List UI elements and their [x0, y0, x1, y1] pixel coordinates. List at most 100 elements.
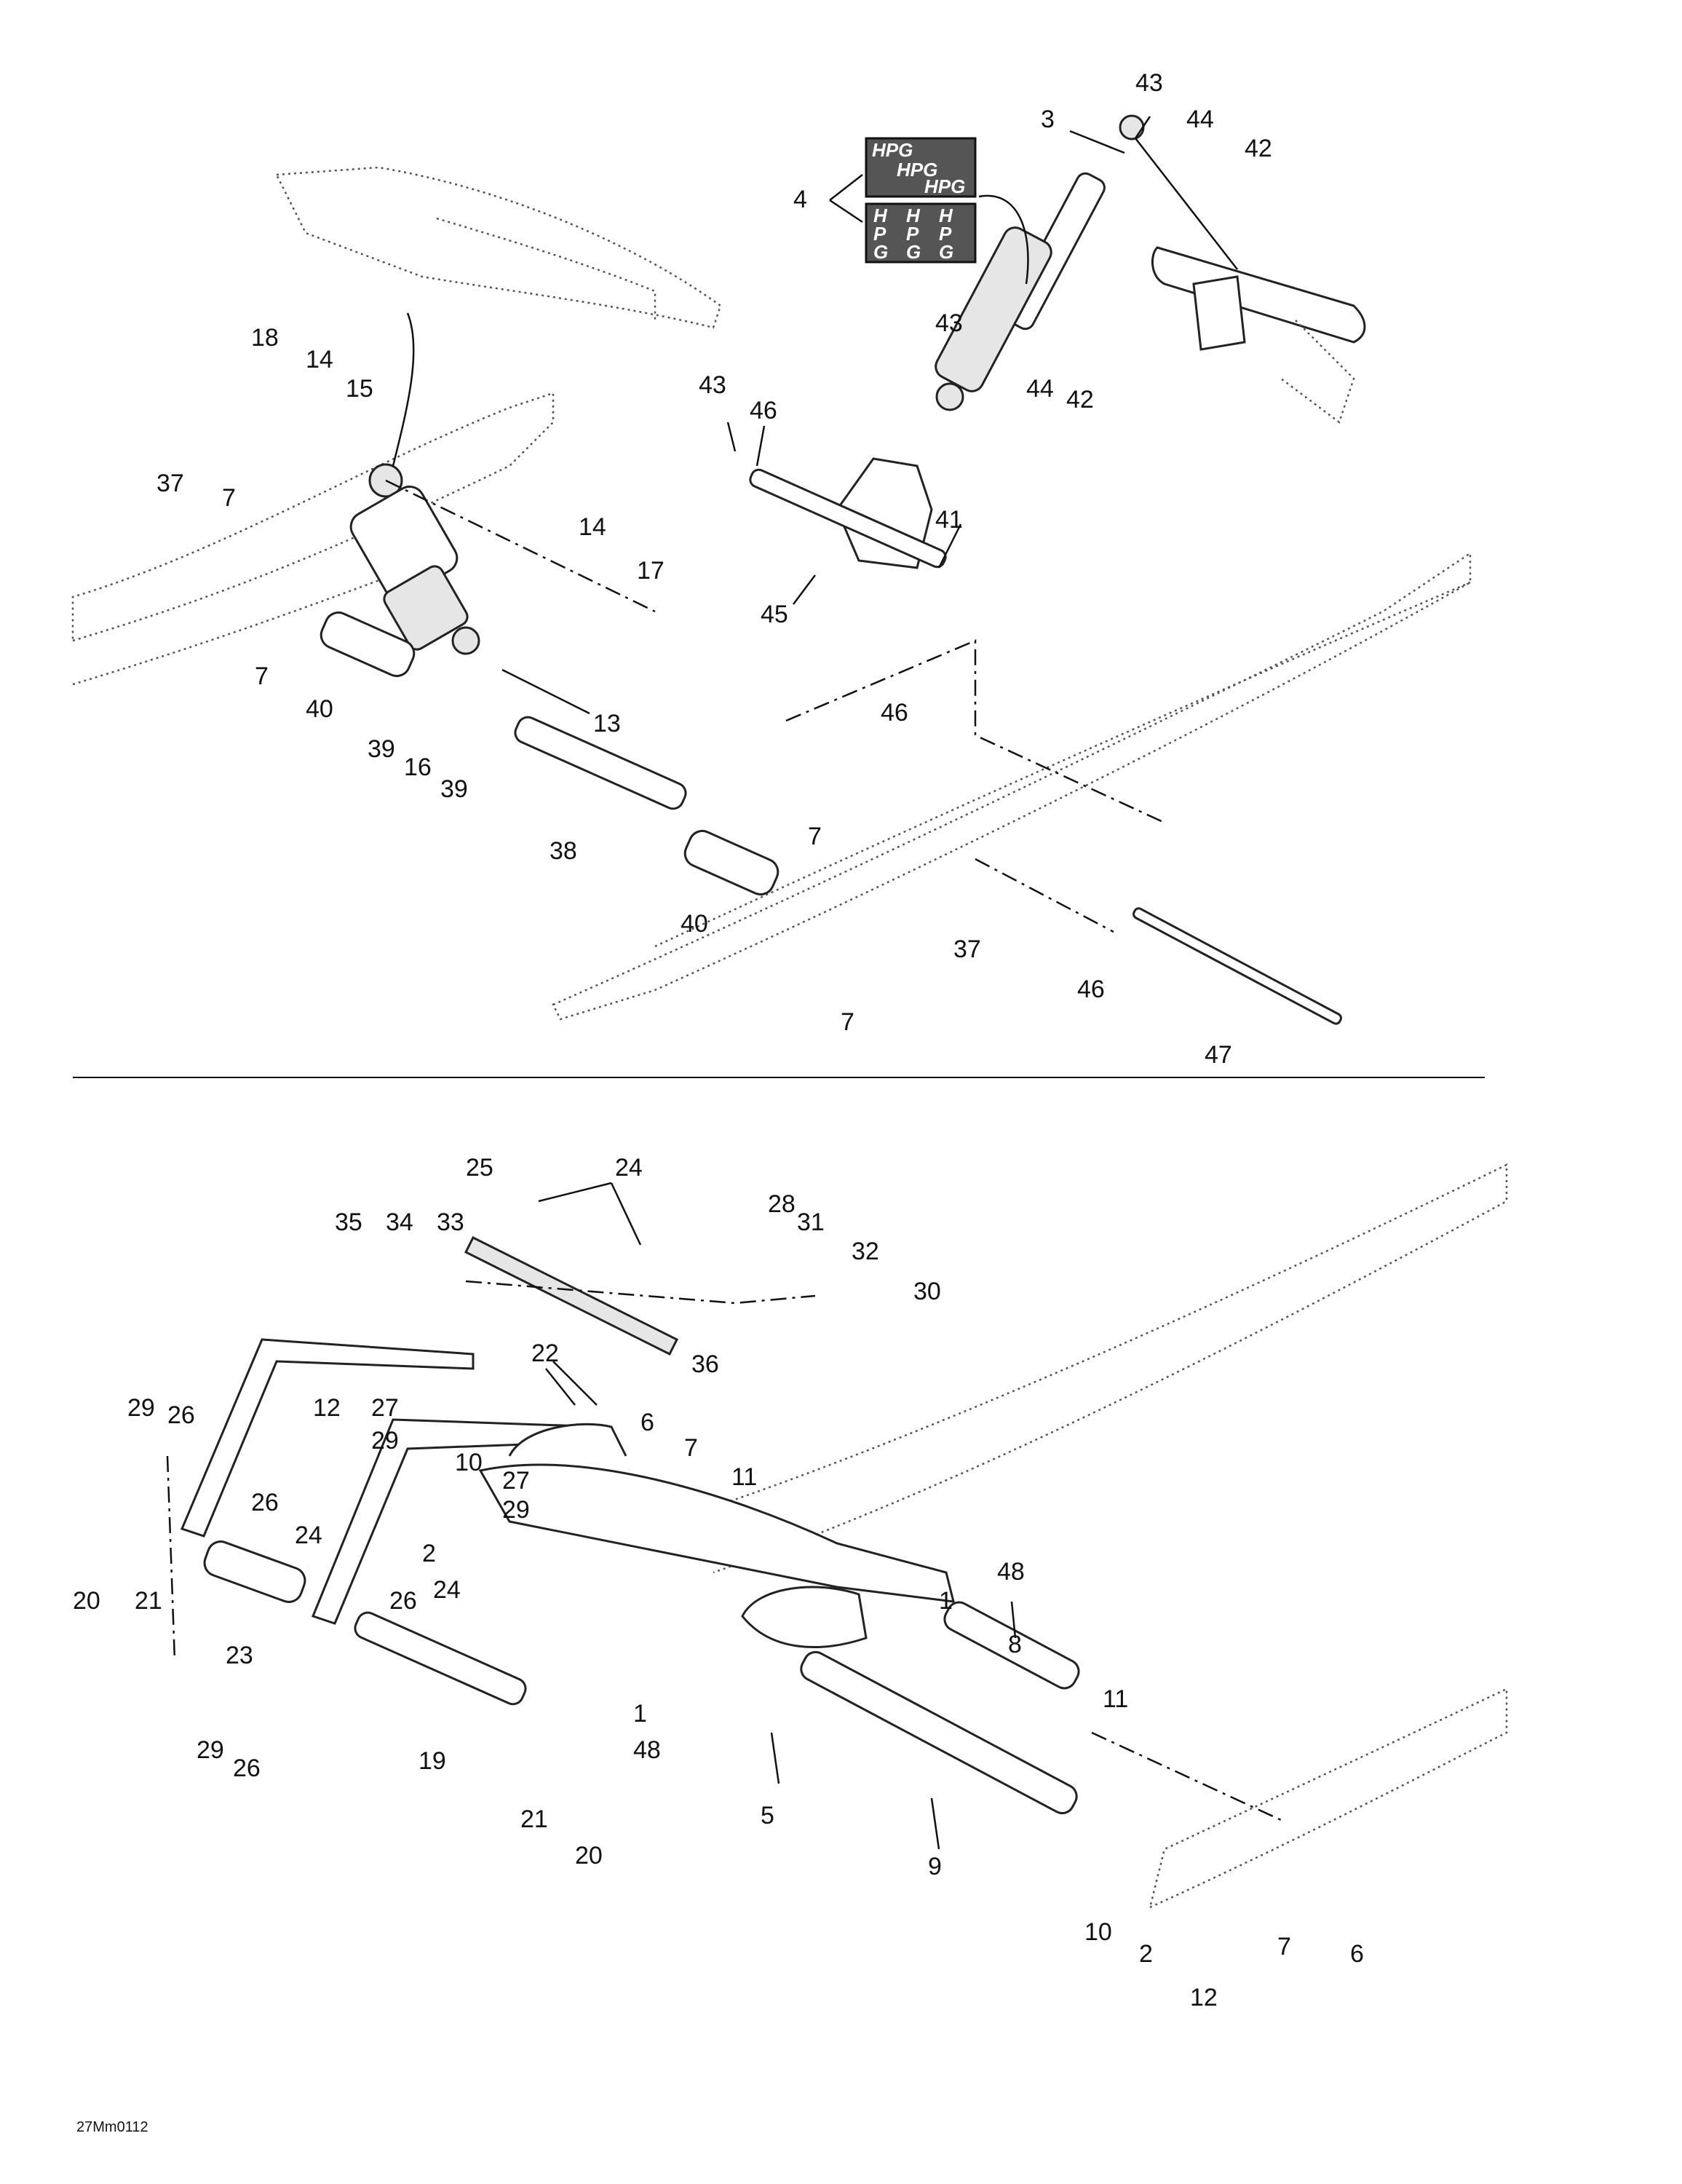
bottom-frame-rail-2: [1149, 1688, 1508, 1910]
top-assembly: HPG HPG HPG H H H P P P G G G 43: [71, 69, 1472, 1069]
callout: 46: [881, 699, 908, 727]
svg-text:G: G: [906, 241, 921, 263]
callout: 2: [1139, 1940, 1153, 1968]
callout: 20: [73, 1587, 100, 1615]
swing-arm: [478, 1463, 955, 1603]
callout: 43: [935, 309, 963, 337]
callout: 39: [440, 775, 468, 803]
svg-text:HPG: HPG: [924, 175, 965, 197]
callout: 33: [437, 1208, 464, 1236]
callout: 42: [1066, 386, 1094, 414]
swing-arm-loop: [741, 1586, 868, 1648]
leader-line: [538, 1182, 642, 1246]
callout: 4: [793, 186, 807, 213]
svg-text:HPG: HPG: [872, 139, 913, 161]
callout: 38: [550, 837, 577, 865]
right-frame-rail-inner: [654, 581, 1471, 948]
callout: 29: [197, 1736, 224, 1764]
callout: 3: [1041, 106, 1055, 133]
callout: 7: [222, 484, 236, 512]
callout: 7: [808, 823, 822, 850]
callout: 12: [1190, 1984, 1218, 2011]
callout: 26: [251, 1489, 279, 1516]
left-frame-rail-lower: [72, 552, 452, 686]
callout: 10: [455, 1449, 483, 1476]
callout: 35: [335, 1208, 362, 1236]
svg-text:HPG: HPG: [897, 159, 937, 181]
callout: 43: [699, 371, 726, 399]
callout: 46: [1077, 976, 1105, 1003]
callout: 28: [768, 1190, 796, 1218]
callout: 48: [997, 1558, 1025, 1586]
leader-line: [1010, 1601, 1017, 1639]
leader-line: [501, 668, 590, 715]
callout: 37: [953, 935, 981, 963]
callout: 42: [1245, 135, 1272, 162]
callout: 14: [579, 513, 606, 541]
callout: 2: [422, 1540, 436, 1567]
callout: 34: [386, 1208, 413, 1236]
callout: 27: [502, 1467, 530, 1495]
bottom-axis-line-1: [465, 1280, 816, 1305]
rear-arm-bracket: [1192, 275, 1246, 351]
callout: 7: [684, 1434, 698, 1462]
mounting-rod: [749, 468, 947, 569]
callout: 16: [404, 753, 432, 781]
callout: 26: [389, 1587, 417, 1615]
callout: 7: [841, 1008, 854, 1036]
leader-line: [937, 523, 962, 569]
callout: 24: [295, 1522, 322, 1549]
upper-arm-outline: [275, 166, 722, 329]
leader-line: [726, 422, 766, 467]
tube-19: [354, 1611, 527, 1706]
callout: 29: [371, 1427, 399, 1455]
bottom-assembly: 25 24 28 31 35 34 33 32 30 36 22 29 26 1…: [73, 1154, 1508, 2011]
rear-shock-absorber: [935, 114, 1145, 411]
right-frame-rail: [552, 551, 1472, 1021]
callout: 10: [1084, 1918, 1112, 1946]
callout: 6: [1350, 1940, 1364, 1968]
callout: 31: [797, 1208, 825, 1236]
spacer-40b: [683, 829, 779, 896]
callout: 24: [615, 1154, 643, 1182]
callout: 26: [167, 1401, 195, 1429]
decal-hpg: HPG HPG HPG H H H P P P G G G: [865, 137, 1029, 285]
callout: 18: [251, 324, 279, 352]
callout: 14: [306, 346, 333, 373]
top-axis-line-3: [975, 858, 1114, 933]
callout: 5: [761, 1802, 774, 1829]
callout: 19: [418, 1747, 446, 1775]
callout: 1: [939, 1587, 953, 1615]
callout: 32: [852, 1238, 879, 1265]
callout: 29: [502, 1496, 530, 1524]
long-bolt: [1132, 907, 1342, 1025]
top-axis-line-1: [385, 479, 656, 613]
callout: 45: [761, 601, 788, 628]
leader-line: [930, 1797, 940, 1850]
callout: 11: [731, 1463, 757, 1491]
callout: 25: [466, 1154, 493, 1182]
callout: 7: [1277, 1933, 1291, 1961]
svg-text:H: H: [906, 205, 921, 226]
svg-text:G: G: [939, 241, 953, 263]
bottom-axis-line-3: [166, 1455, 176, 1661]
callout: 21: [135, 1587, 162, 1615]
callout: 17: [637, 557, 665, 585]
callout: 30: [913, 1278, 941, 1305]
upper-arm-rail: [436, 217, 656, 320]
callout: 37: [156, 470, 184, 497]
drawing-code: 27Mm0112: [76, 2119, 148, 2135]
axle-8: [943, 1601, 1080, 1690]
bottom-frame-rail-1: [669, 1163, 1508, 1574]
callout: 40: [681, 910, 708, 938]
bracket-22a: [180, 1338, 475, 1538]
axle-9: [800, 1650, 1078, 1815]
callout: 9: [928, 1853, 942, 1880]
callout: 46: [750, 397, 777, 424]
svg-text:P: P: [873, 223, 886, 245]
callout: 24: [433, 1576, 461, 1604]
callout: 39: [368, 735, 395, 763]
spacer-40a: [320, 611, 416, 678]
svg-text:P: P: [939, 223, 952, 245]
